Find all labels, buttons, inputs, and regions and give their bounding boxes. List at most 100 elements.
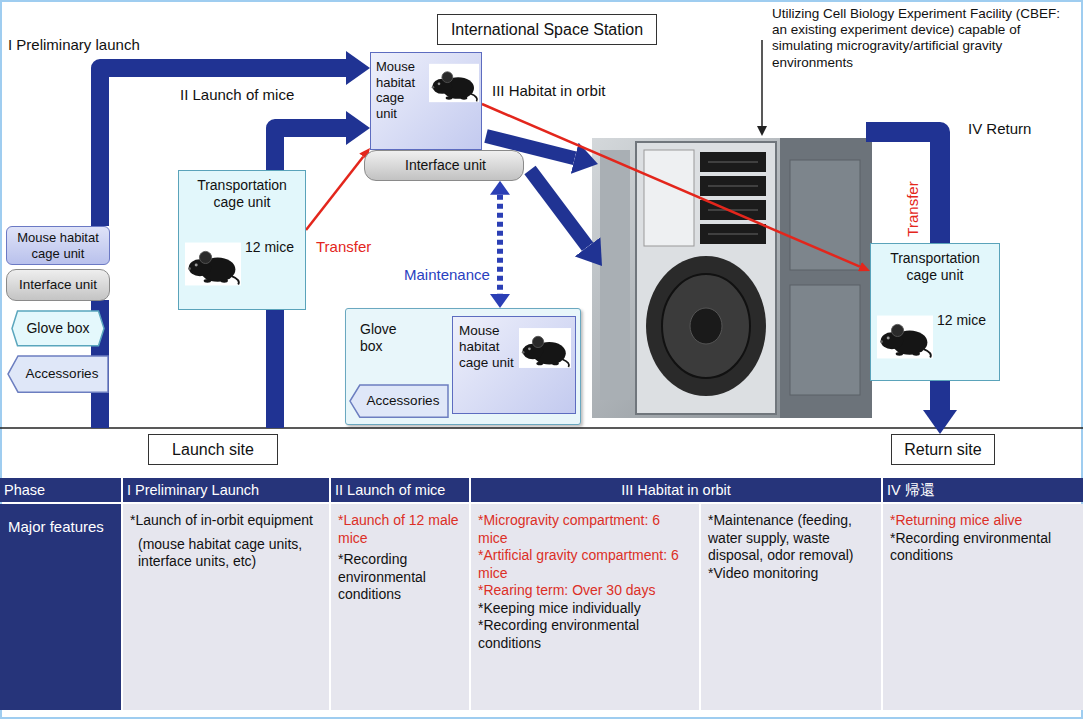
module-slat <box>708 162 758 163</box>
phase-label: I Preliminary launch <box>8 36 140 54</box>
node-text: Interface unit <box>11 277 105 293</box>
table-header: III Habitat in orbit <box>475 481 877 499</box>
table-text: Major features <box>8 518 113 537</box>
mouse-ground <box>185 243 241 286</box>
node-text: Transportation cage unit <box>875 250 995 284</box>
mouse-foot <box>461 96 468 99</box>
mouse-picture <box>877 314 933 360</box>
mouse-ear <box>532 336 543 347</box>
node-text: Accessories <box>20 366 104 382</box>
edge-label: Transfer <box>904 174 922 244</box>
habitat-cage-box: Mouse habitat cage unit <box>370 52 482 150</box>
mouse-eye <box>528 347 531 350</box>
node-text: 12 mice <box>937 312 995 329</box>
mouse-picture <box>185 241 241 287</box>
photo-wall <box>780 138 872 418</box>
mouse-ground <box>429 64 479 102</box>
mouse-nose <box>522 351 525 354</box>
ground-line <box>0 427 1083 429</box>
mouse-ear <box>199 251 211 263</box>
table-header-cell: III Habitat in orbit <box>471 478 881 502</box>
table-cell: *Maintenance (feeding, water supply, was… <box>701 504 881 710</box>
node-text: Accessories <box>362 393 444 409</box>
mouse-tail <box>232 276 239 284</box>
table-cell: Major features <box>0 504 121 710</box>
node-text: International Space Station <box>444 20 650 39</box>
centrifuge <box>646 256 766 396</box>
table-cell: *Returning mice alive*Recording environm… <box>883 504 1083 710</box>
table-header: II Launch of mice <box>335 481 465 499</box>
outline-polygon <box>12 311 104 346</box>
centrifuge-ring <box>662 274 750 378</box>
module-slat <box>708 186 758 187</box>
install-arrow <box>530 170 588 247</box>
rack-module <box>700 176 766 196</box>
mouse-foot <box>912 352 919 356</box>
mouse-nose <box>188 267 191 270</box>
transport-cage-box: Transportation cage unit 12 mice <box>870 243 1000 381</box>
table-cell: *Launch of 12 male mice *Recording enviro… <box>331 504 469 710</box>
rack-module <box>700 224 766 244</box>
mouse-tail <box>471 94 477 101</box>
accessories-shape: Accessories <box>350 385 448 417</box>
module-slat <box>708 210 758 211</box>
launch-arrow <box>100 68 346 226</box>
mouse-eye <box>195 263 198 266</box>
table-text: *Microgravity compartment: 6 mice <box>478 512 692 547</box>
mouse-eye <box>887 336 890 339</box>
table-text: *Launch of 12 male mice <box>338 512 462 547</box>
iss-photo <box>592 138 872 418</box>
centrifuge-hub <box>690 308 722 344</box>
phase-label: II Launch of mice <box>180 86 294 104</box>
launch-arrow <box>275 128 346 170</box>
table-text: *Recording environmental conditions <box>338 551 462 604</box>
leader-line <box>761 40 763 126</box>
node-text: Interface unit <box>405 157 515 174</box>
table-cell: *Launch of in-orbit equipment(mouse habi… <box>123 504 329 710</box>
table-header: Phase <box>4 481 117 499</box>
node-text: Transportation cage unit <box>183 177 301 211</box>
table-cell: *Microgravity compartment: 6 mice*Artifi… <box>471 504 699 710</box>
table-text: *Artificial gravity compartment: 6 mice <box>478 547 692 582</box>
node-text: Glove box <box>20 320 96 337</box>
node-text: 12 mice <box>245 239 301 256</box>
phase-label: IV Return <box>968 120 1031 138</box>
node-text: Glove box <box>360 321 408 355</box>
rack-panel <box>644 150 694 246</box>
table-header-cell: I Preliminary Launch <box>123 478 329 502</box>
node-text: Mouse habitat cage unit <box>376 59 423 121</box>
transfer-arrow <box>306 157 363 230</box>
edge-label: Maintenance <box>404 266 490 284</box>
node-text: Launch site <box>154 440 272 459</box>
mouse-foot <box>446 96 453 99</box>
outline-polygon <box>8 356 108 392</box>
table-text: *Launch of in-orbit equipment <box>130 512 322 530</box>
mouse-picture <box>429 63 479 103</box>
facility-note: Utilizing Cell Biology Experiment Facili… <box>772 6 1072 71</box>
node-text: Mouse habitat cage unit <box>11 230 105 261</box>
transfer-arrow <box>482 104 860 267</box>
cbef-rack <box>636 142 776 414</box>
glovebox-group: Glove boxAccessories Mouse habitat cage u… <box>345 308 581 425</box>
accessories-shape: Accessories <box>8 356 108 392</box>
station-box: International Space Station <box>437 14 657 45</box>
habitat-cage-box: Mouse habitat cage unit <box>452 316 576 414</box>
table-text: *Maintenance (feeding, water supply, was… <box>708 512 874 565</box>
table-header-cell: IV 帰還 <box>883 478 1083 502</box>
launch-bars <box>100 132 940 428</box>
phase-label: III Habitat in orbit <box>492 82 605 100</box>
interface-box: Interface unit <box>6 269 110 301</box>
mouse-tail <box>562 359 569 367</box>
mouse-nose <box>432 86 435 89</box>
mouse-picture <box>519 327 571 369</box>
rack-module <box>700 152 766 172</box>
outline-polygon <box>350 385 448 417</box>
site-box: Launch site <box>148 434 278 465</box>
node-text: Mouse habitat cage unit <box>459 323 515 372</box>
module-slat <box>708 234 758 235</box>
mouse-foot <box>536 362 543 365</box>
table-header: IV 帰還 <box>887 481 1079 499</box>
mouse-ground <box>519 328 571 368</box>
mouse-foot <box>552 362 559 365</box>
